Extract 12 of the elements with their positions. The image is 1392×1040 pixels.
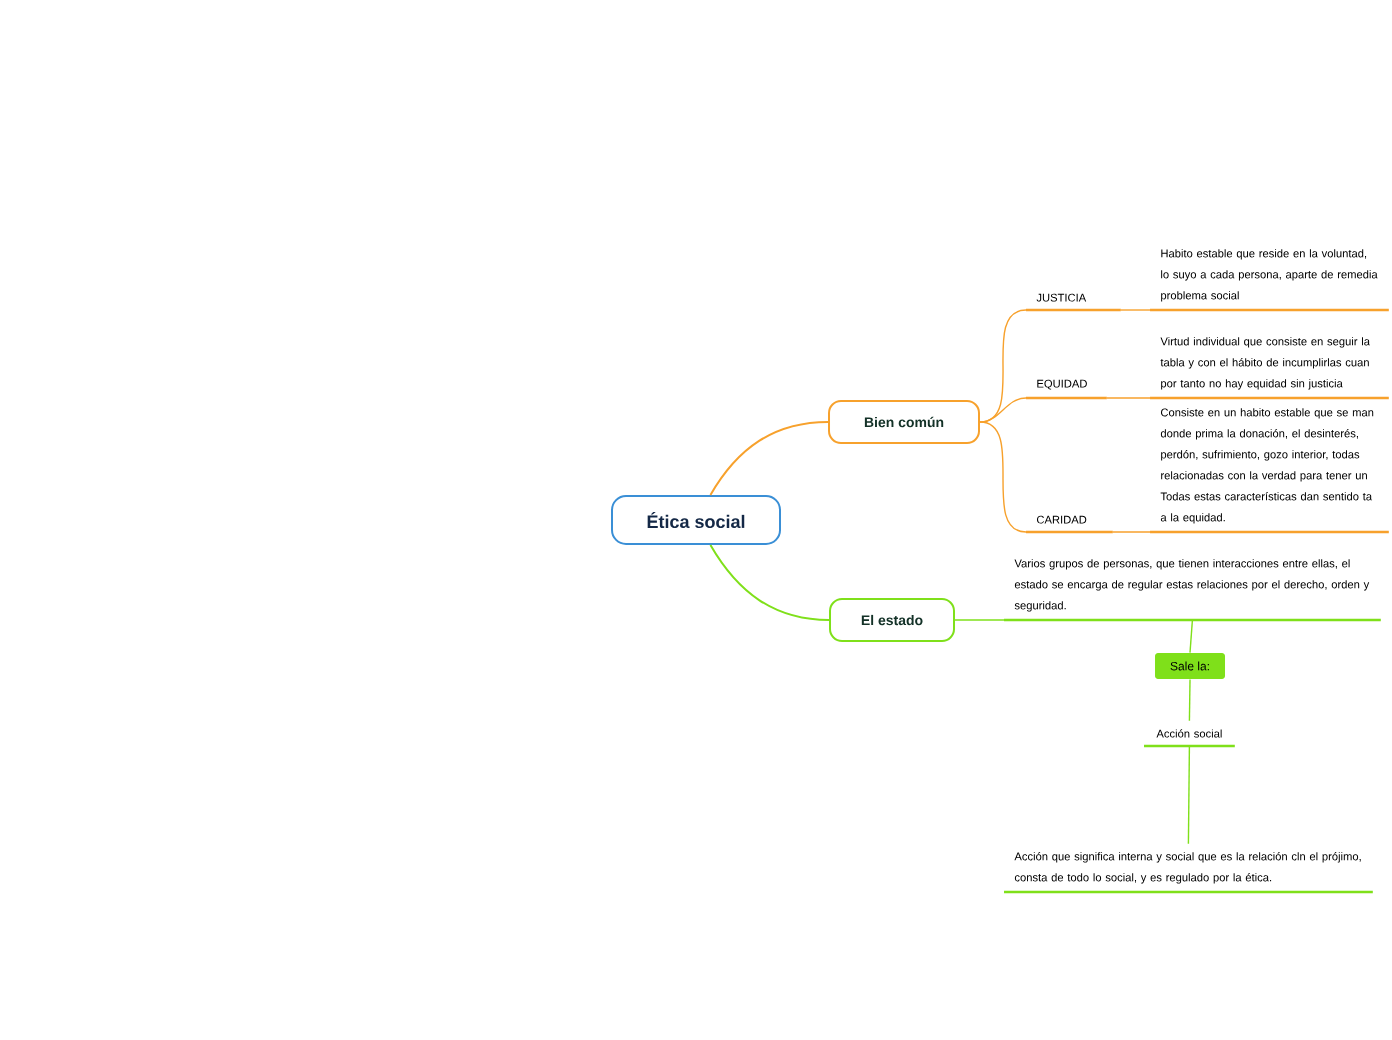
connector [1106, 397, 1151, 399]
connector [709, 421, 829, 496]
connector [954, 619, 1005, 621]
connector [1120, 309, 1151, 311]
connector [1189, 619, 1194, 654]
connector [709, 544, 830, 621]
connector [979, 397, 1027, 423]
connector [1187, 745, 1191, 845]
topic-box: Ética social [611, 495, 781, 545]
connector [1188, 678, 1191, 722]
connector [979, 421, 1027, 533]
connector [1112, 531, 1151, 533]
